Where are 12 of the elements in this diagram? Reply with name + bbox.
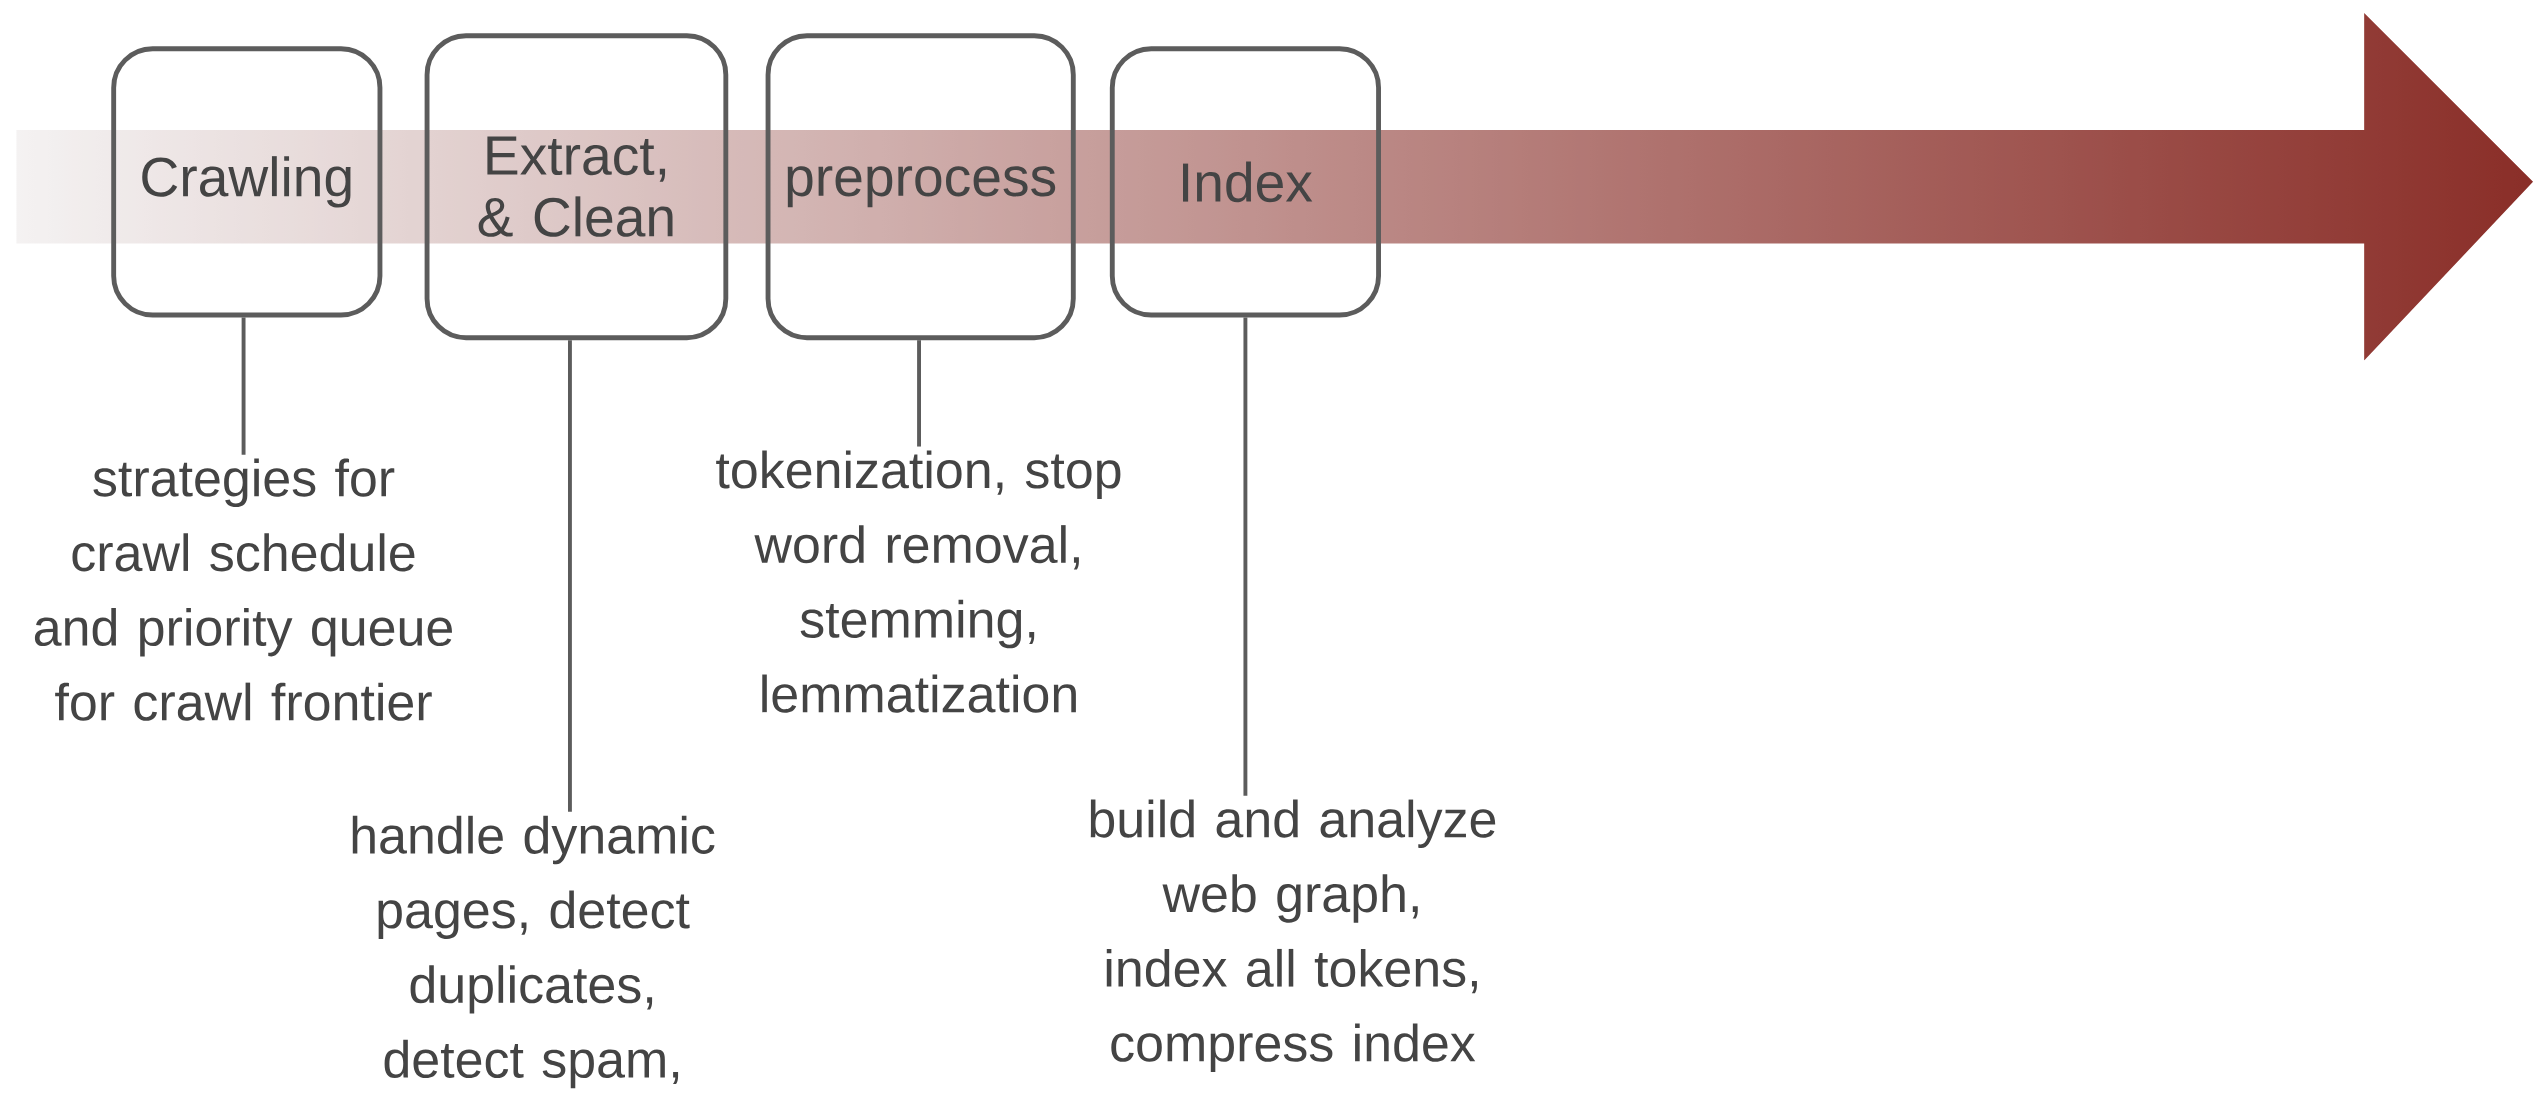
description-text: tokenization, stop word removal, stemming, lemmatization [716, 450, 1121, 713]
leader-line [568, 340, 572, 813]
process-box: Crawling [111, 46, 383, 318]
leader-line [917, 340, 921, 447]
process-box: Extract, & Clean [424, 33, 729, 341]
leader-line [1243, 317, 1248, 796]
process-box: Index [1109, 46, 1381, 318]
description-text: handle dynamic pages, detect duplicates, detect spam, [352, 815, 715, 1089]
leader-line [241, 317, 246, 455]
process-box: preprocess [765, 33, 1076, 341]
description-text: build and analyze web graph, index all tokens, compress index [1090, 799, 1496, 1073]
description-text: strategies for crawl schedule and priority queue for crawl frontier [34, 458, 452, 721]
